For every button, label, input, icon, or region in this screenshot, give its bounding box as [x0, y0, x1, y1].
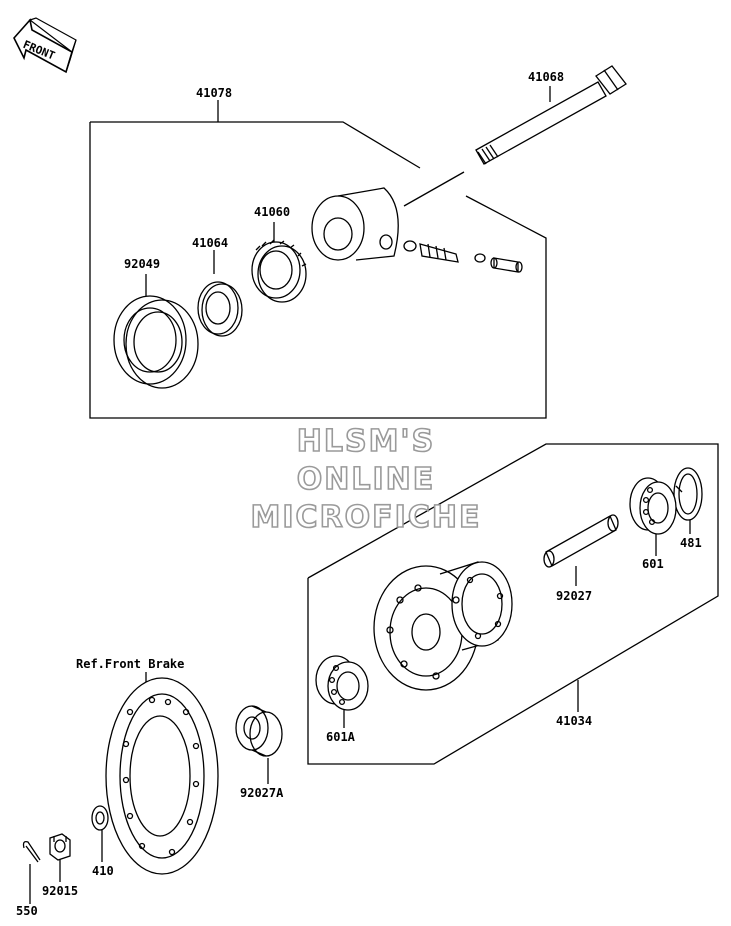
- ball-bearing-601A: [315, 655, 369, 711]
- part-label-601A: 601A: [326, 730, 355, 744]
- reference-note-front-brake: Ref.Front Brake: [76, 657, 185, 671]
- gear-ring-41060: [251, 239, 307, 303]
- part-label-481: 481: [680, 536, 702, 550]
- hub-box-41034: [307, 443, 719, 765]
- part-label-92027: 92027: [556, 589, 593, 603]
- ball-bearing-601: [629, 477, 677, 535]
- front-direction-arrow-icon: [13, 17, 77, 74]
- part-label-92015: 92015: [42, 884, 79, 898]
- watermark-line-1: HLSM'S: [296, 423, 436, 460]
- part-label-41060: 41060: [254, 205, 291, 219]
- watermark-line-2: ONLINE: [296, 461, 436, 498]
- watermark-line-3: MICROFICHE: [250, 499, 482, 536]
- washer-41064: [197, 281, 243, 337]
- oil-seal-92049: [113, 295, 199, 389]
- speedometer-parts: [403, 240, 523, 273]
- hub-41034: [373, 561, 513, 691]
- part-label-550: 550: [16, 904, 38, 918]
- circlip-481: [673, 467, 703, 521]
- axle-centerline: [403, 171, 465, 207]
- part-label-41064: 41064: [192, 236, 229, 250]
- bearing-housing: [311, 187, 399, 261]
- cotter-pin-550: [22, 840, 41, 863]
- washer-410: [91, 805, 109, 831]
- part-label-41078: 41078: [196, 86, 233, 100]
- brake-disc: [105, 677, 219, 875]
- axle-41068: [475, 65, 627, 165]
- collar-92027: [543, 514, 619, 568]
- collar-92027A: [235, 705, 283, 757]
- part-label-41034: 41034: [556, 714, 593, 728]
- castle-nut-92015: [49, 833, 71, 861]
- part-label-410: 410: [92, 864, 114, 878]
- part-label-92027A: 92027A: [240, 786, 284, 800]
- part-label-41068: 41068: [528, 70, 565, 84]
- assembly-box-41078: [90, 121, 421, 169]
- part-label-92049: 92049: [124, 257, 161, 271]
- part-label-601: 601: [642, 557, 664, 571]
